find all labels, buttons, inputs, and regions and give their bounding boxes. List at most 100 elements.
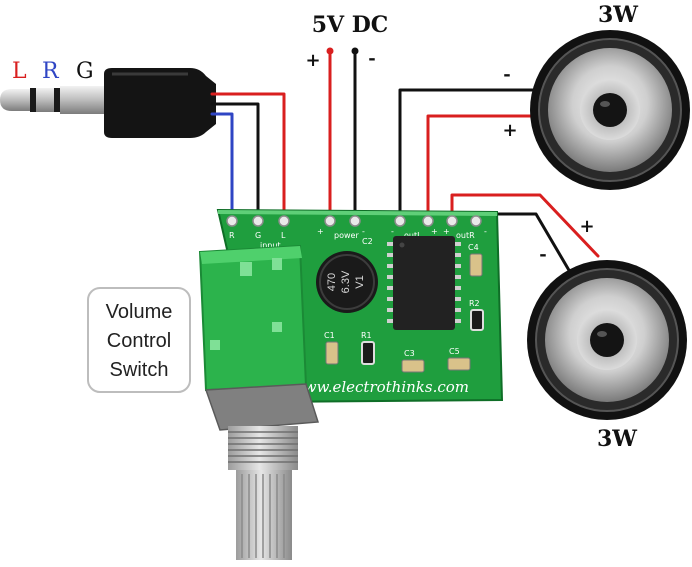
chip-pin bbox=[387, 297, 394, 301]
potentiometer-tab-4 bbox=[272, 322, 282, 332]
pin-input-r bbox=[226, 215, 238, 227]
silk-c3: C3 bbox=[404, 349, 415, 358]
top-speaker-rating: 3W bbox=[598, 2, 638, 28]
jack-tip bbox=[0, 89, 30, 111]
board-pin-row bbox=[226, 215, 482, 227]
silk-outl-label: outL bbox=[404, 231, 422, 240]
threaded-shaft-grooves bbox=[228, 431, 298, 463]
chip-left-pins bbox=[387, 242, 394, 323]
potentiometer-tab-2 bbox=[272, 258, 282, 270]
chip-pin bbox=[454, 264, 461, 268]
silk-power-minus: - bbox=[362, 227, 365, 236]
power-supply-label: 5V DC bbox=[312, 12, 389, 38]
chip-pin bbox=[454, 275, 461, 279]
smd-r1 bbox=[361, 341, 375, 365]
jack-sleeve bbox=[60, 86, 104, 114]
jack-label-ground: G bbox=[76, 59, 94, 84]
capacitor-voltage: 6.3V bbox=[340, 270, 352, 293]
chip-pin bbox=[454, 286, 461, 290]
top-speaker-cap-highlight bbox=[600, 101, 610, 107]
silk-outr-minus: - bbox=[484, 227, 487, 236]
silk-input-l: L bbox=[281, 231, 286, 240]
silk-outr-label: outR bbox=[456, 231, 475, 240]
silk-power-plus: + bbox=[317, 227, 324, 236]
smd-r2 bbox=[470, 309, 484, 331]
pin-power-plus bbox=[324, 215, 336, 227]
top-speaker-plus-sign: + bbox=[502, 120, 517, 141]
bottom-speaker-rating: 3W bbox=[597, 426, 637, 452]
smd-c3 bbox=[401, 359, 425, 373]
chip-pin bbox=[387, 286, 394, 290]
potentiometer-knurled-shaft bbox=[236, 470, 292, 560]
wire-ground-black bbox=[210, 102, 260, 220]
power-minus-sign: - bbox=[368, 48, 375, 69]
chip-pin bbox=[454, 242, 461, 246]
silk-c2: C2 bbox=[362, 237, 373, 246]
volume-control-callout: Volume Control Switch bbox=[87, 287, 191, 393]
silk-r1: R1 bbox=[361, 331, 372, 340]
jack-body bbox=[104, 68, 216, 138]
silk-power-label: power bbox=[334, 231, 359, 240]
bottom-speaker-minus-sign: - bbox=[539, 244, 546, 265]
chip-pin bbox=[454, 308, 461, 312]
pin-outr-plus bbox=[446, 215, 458, 227]
top-speaker bbox=[530, 30, 690, 190]
power-plus-sign: + bbox=[305, 50, 320, 71]
potentiometer-tab-1 bbox=[240, 262, 252, 276]
jack-label-left: L bbox=[12, 59, 27, 84]
silk-r2: R2 bbox=[469, 299, 480, 308]
electrolytic-capacitor: 470 6.3V V1 bbox=[316, 251, 378, 313]
silk-c4: C4 bbox=[468, 243, 479, 252]
bottom-speaker-dust-cap bbox=[590, 323, 624, 357]
capacitor-rim bbox=[319, 254, 375, 310]
silk-input-r: R bbox=[229, 231, 235, 240]
pin-outl-plus bbox=[422, 215, 434, 227]
chip-pin bbox=[387, 319, 394, 323]
wire-left-channel-red bbox=[210, 92, 286, 220]
audio-jack-plug bbox=[0, 68, 216, 138]
amplifier-chip bbox=[387, 236, 461, 330]
silk-input-g: G bbox=[255, 231, 261, 240]
wire-right-speaker-positive-red bbox=[450, 193, 600, 258]
chip-pin bbox=[387, 308, 394, 312]
chip-pin bbox=[454, 297, 461, 301]
silk-outl-minus: - bbox=[391, 227, 394, 236]
capacitor-body bbox=[316, 251, 378, 313]
callout-line-3: Switch bbox=[110, 359, 169, 381]
capacitor-code: V1 bbox=[354, 275, 366, 288]
chip-pin bbox=[454, 253, 461, 257]
smd-c5 bbox=[447, 357, 471, 371]
potentiometer-metal-bushing-base bbox=[204, 383, 319, 431]
website-watermark: www.electrothinks.com bbox=[291, 378, 469, 396]
pin-input-g bbox=[252, 215, 264, 227]
jack-insulator-ring-1 bbox=[30, 88, 36, 112]
wire-left-speaker-negative-black bbox=[398, 88, 542, 220]
knurled-shaft-ridges bbox=[241, 474, 285, 558]
chip-pin bbox=[387, 275, 394, 279]
potentiometer-housing bbox=[198, 244, 308, 392]
jack-label-right: R bbox=[42, 59, 60, 84]
jack-insulator-ring-2 bbox=[54, 88, 60, 112]
chip-pin bbox=[387, 242, 394, 246]
wire-right-channel-blue bbox=[210, 112, 234, 220]
pin-outl-minus bbox=[394, 215, 406, 227]
silk-c1: C1 bbox=[324, 331, 335, 340]
smd-c4 bbox=[469, 253, 483, 277]
pin-input-l bbox=[278, 215, 290, 227]
chip-body bbox=[393, 236, 455, 330]
chip-right-pins bbox=[454, 242, 461, 323]
chip-pin bbox=[387, 253, 394, 257]
pin-power-minus bbox=[349, 215, 361, 227]
callout-line-2: Control bbox=[107, 330, 171, 352]
jack-ring bbox=[36, 88, 54, 112]
chip-pin1-marker bbox=[399, 242, 405, 248]
volume-potentiometer bbox=[198, 244, 319, 560]
silk-outl-plus: + bbox=[431, 227, 438, 236]
callout-box bbox=[87, 287, 191, 393]
silk-c5: C5 bbox=[449, 347, 460, 356]
chip-pin bbox=[454, 319, 461, 323]
top-speaker-dust-cap bbox=[593, 93, 627, 127]
potentiometer-tab-3 bbox=[210, 340, 220, 350]
bottom-speaker bbox=[527, 260, 687, 420]
